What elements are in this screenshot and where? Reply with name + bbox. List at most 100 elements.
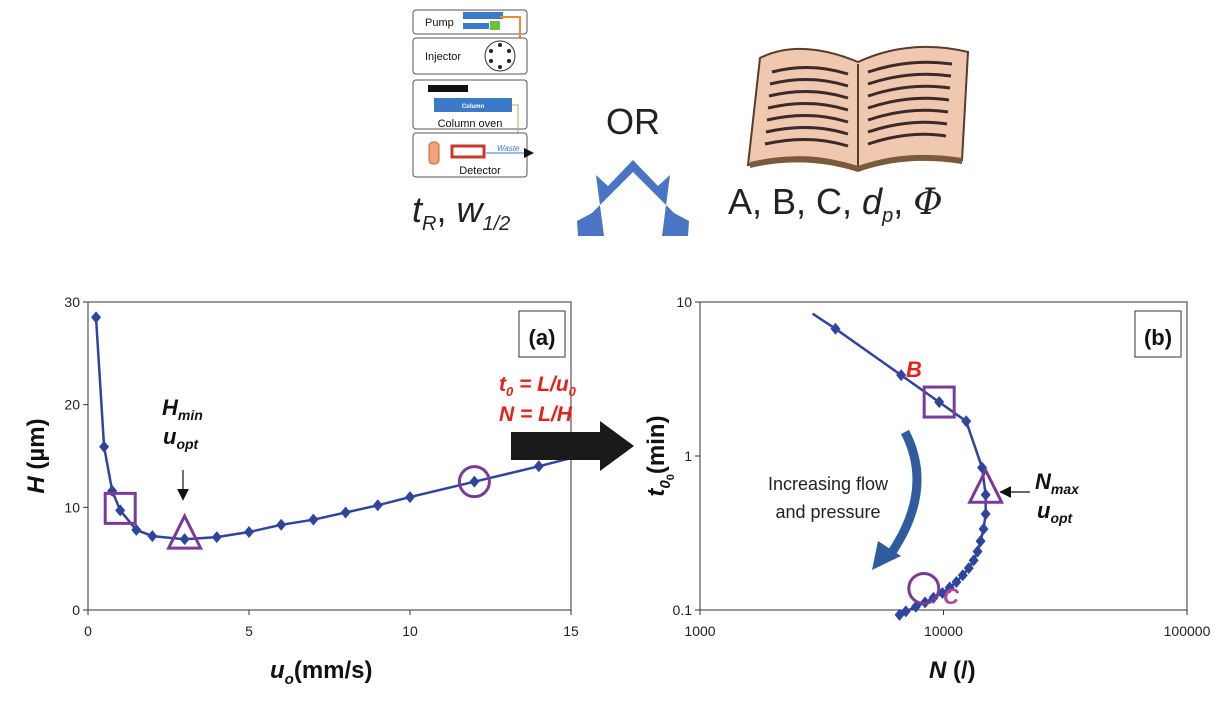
y-tick-label: 30 (64, 294, 80, 310)
valve-ports-icon (489, 43, 511, 69)
data-point-marker (975, 535, 986, 548)
y-axis-title: t00(min) (643, 415, 677, 496)
detector-label: Detector (459, 165, 501, 177)
x-tick-label: 15 (563, 623, 579, 639)
pump-head-icon (463, 12, 503, 19)
column-oven-label: Column oven (438, 118, 503, 130)
data-point-marker (147, 530, 158, 543)
instrument-schematic: Pump Injector Column Column oven Waste D… (412, 9, 534, 178)
book-icon (746, 45, 970, 172)
lamp-icon (428, 141, 440, 165)
plot-frame (87, 301, 572, 611)
data-point-marker (107, 484, 118, 497)
data-point-marker (963, 562, 974, 575)
plot-frame (699, 301, 1188, 611)
highlight-square-icon (922, 385, 956, 419)
pump-head-icon (463, 23, 489, 29)
column-icon (434, 98, 512, 112)
x-tick-label: 10000 (924, 623, 963, 639)
highlight-triangle-icon (166, 512, 204, 550)
y-tick-label: 0.1 (673, 602, 693, 618)
data-point-marker (961, 415, 972, 428)
data-point-marker (978, 522, 989, 535)
y-tick-label: 0 (72, 602, 80, 618)
data-point-marker (469, 475, 480, 488)
or-label: OR (606, 101, 660, 142)
series-line (811, 312, 987, 616)
point-label-b: B (906, 357, 922, 382)
pump-label: Pump (425, 17, 454, 29)
literature-parameters: A, B, C, dp, Φ (728, 181, 943, 227)
injector-valve-icon (484, 40, 516, 72)
data-point-marker (405, 491, 415, 504)
y-tick-label: 10 (64, 499, 80, 515)
data-point-marker (131, 523, 142, 536)
data-point-marker (372, 499, 383, 512)
data-point-marker (944, 581, 955, 594)
fork-arrow-icon (577, 160, 689, 236)
panel-a-chart: (a) 0 5 10 15 0 10 20 30 uo(mm/s) H (µm) Hmin u… (23, 294, 579, 688)
data-point-marker (276, 518, 287, 531)
data-point-marker (980, 508, 991, 521)
oven-heater-icon (428, 85, 468, 92)
data-point-marker (91, 311, 102, 324)
data-point-marker (972, 545, 983, 558)
measured-quantities: tR, w1/2 (412, 189, 510, 235)
highlight-circle-icon (457, 465, 491, 499)
panel-label-box (1134, 310, 1182, 358)
data-point-marker (308, 513, 319, 526)
data-point-marker (244, 525, 254, 538)
transform-line-1: t0 = L/u0 (499, 373, 577, 399)
x-tick-label: 100000 (1164, 623, 1211, 639)
transform-line-2: N = L/H (499, 403, 573, 426)
data-point-marker (980, 488, 991, 501)
y-tick-label: 20 (64, 397, 80, 413)
uopt-annotation: uopt (1037, 498, 1074, 526)
x-axis-title: uo(mm/s) (270, 657, 373, 688)
uopt-annotation: uopt (163, 424, 200, 452)
y-tick-label: 10 (676, 294, 692, 310)
panel-label: (a) (529, 325, 556, 350)
panel-b-chart: (b) 1000 10000 100000 0.1 1 10 N (/) t00(min)… (643, 294, 1211, 684)
y-tick-label: 1 (684, 448, 692, 464)
data-point-marker (115, 504, 126, 517)
data-point-marker (951, 575, 962, 588)
hmin-annotation: Hmin (162, 395, 203, 423)
x-axis-title: N (/) (929, 657, 976, 684)
nmax-annotation: Nmax (1035, 469, 1080, 497)
highlight-triangle-icon (967, 466, 1005, 504)
injector-label: Injector (425, 51, 461, 63)
highlight-square-icon (103, 491, 137, 525)
data-point-marker (968, 554, 979, 567)
data-point-marker (533, 460, 544, 473)
transform-arrow-icon (511, 421, 634, 471)
data-point-marker (340, 506, 351, 519)
y-axis-title: H (µm) (23, 418, 50, 493)
data-point-marker (894, 608, 905, 621)
point-label-c: C (943, 584, 960, 609)
flow-label-line-1: Increasing flow (768, 474, 889, 494)
highlight-circle-icon (907, 571, 941, 605)
data-point-marker (99, 440, 110, 453)
data-point-marker (957, 569, 968, 582)
transform-annotation: t0 = L/u0 N = L/H (499, 373, 634, 471)
data-point-marker (934, 396, 945, 409)
data-point-marker (830, 322, 841, 335)
panel-label-box (518, 310, 566, 358)
data-point-marker (211, 531, 222, 544)
flow-label-line-2: and pressure (775, 502, 880, 522)
data-point-marker (179, 533, 190, 546)
waste-label: Waste (497, 144, 520, 153)
x-tick-label: 1000 (684, 623, 715, 639)
column-label: Column (462, 104, 485, 110)
curved-flow-arrow-icon (872, 429, 922, 570)
x-tick-label: 10 (402, 623, 418, 639)
x-tick-label: 5 (245, 623, 253, 639)
panel-label: (b) (1144, 325, 1172, 350)
mixer-icon (490, 21, 500, 30)
data-point-marker (896, 369, 907, 382)
flow-cell-icon (450, 144, 486, 159)
x-tick-label: 0 (84, 623, 92, 639)
